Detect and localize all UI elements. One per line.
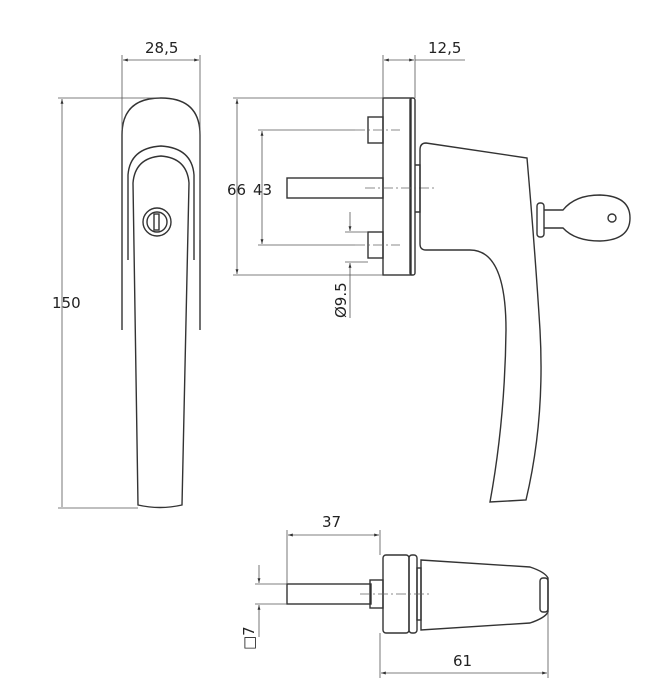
lock-cylinder-icon	[142, 207, 172, 237]
dim-overall-depth: 61	[453, 652, 472, 670]
side-view: 66 43 12,5 Ø9.5	[227, 39, 631, 503]
front-view: 28,5 150	[52, 39, 201, 509]
bottom-view: 37 61 □7	[240, 513, 549, 678]
dim-height: 150	[52, 294, 81, 312]
key-icon	[536, 194, 631, 242]
dim-spindle-length: 37	[322, 513, 341, 531]
dim-rose-height: 66	[227, 181, 246, 199]
dim-pin-diameter: Ø9.5	[332, 282, 350, 318]
dim-spindle-square: □7	[240, 626, 258, 650]
dim-pin-spacing: 43	[253, 181, 272, 199]
dim-front-width: 28,5	[145, 39, 178, 57]
dim-rose-depth: 12,5	[428, 39, 461, 57]
